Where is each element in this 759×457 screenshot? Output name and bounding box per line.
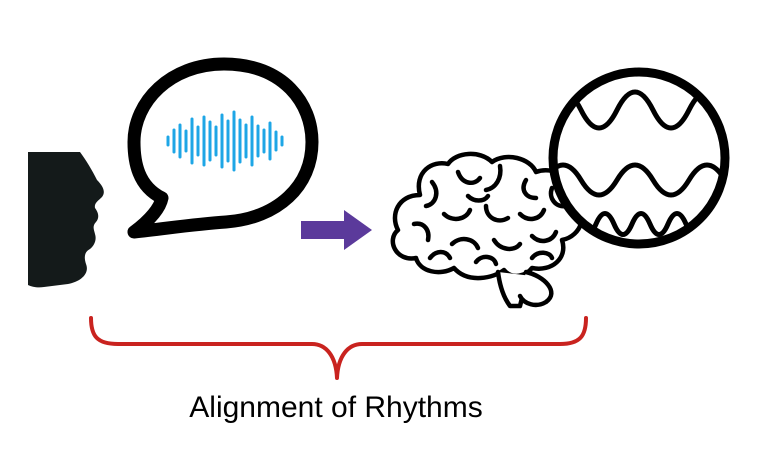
arrow-right-icon bbox=[301, 210, 372, 250]
brain-icon bbox=[390, 151, 585, 309]
caption: Alignment of Rhythms bbox=[189, 391, 483, 424]
speaking-head-icon bbox=[28, 152, 104, 288]
soundwave-icon bbox=[166, 110, 284, 172]
curly-brace bbox=[89, 316, 588, 380]
brain-waves-icon bbox=[548, 67, 730, 249]
